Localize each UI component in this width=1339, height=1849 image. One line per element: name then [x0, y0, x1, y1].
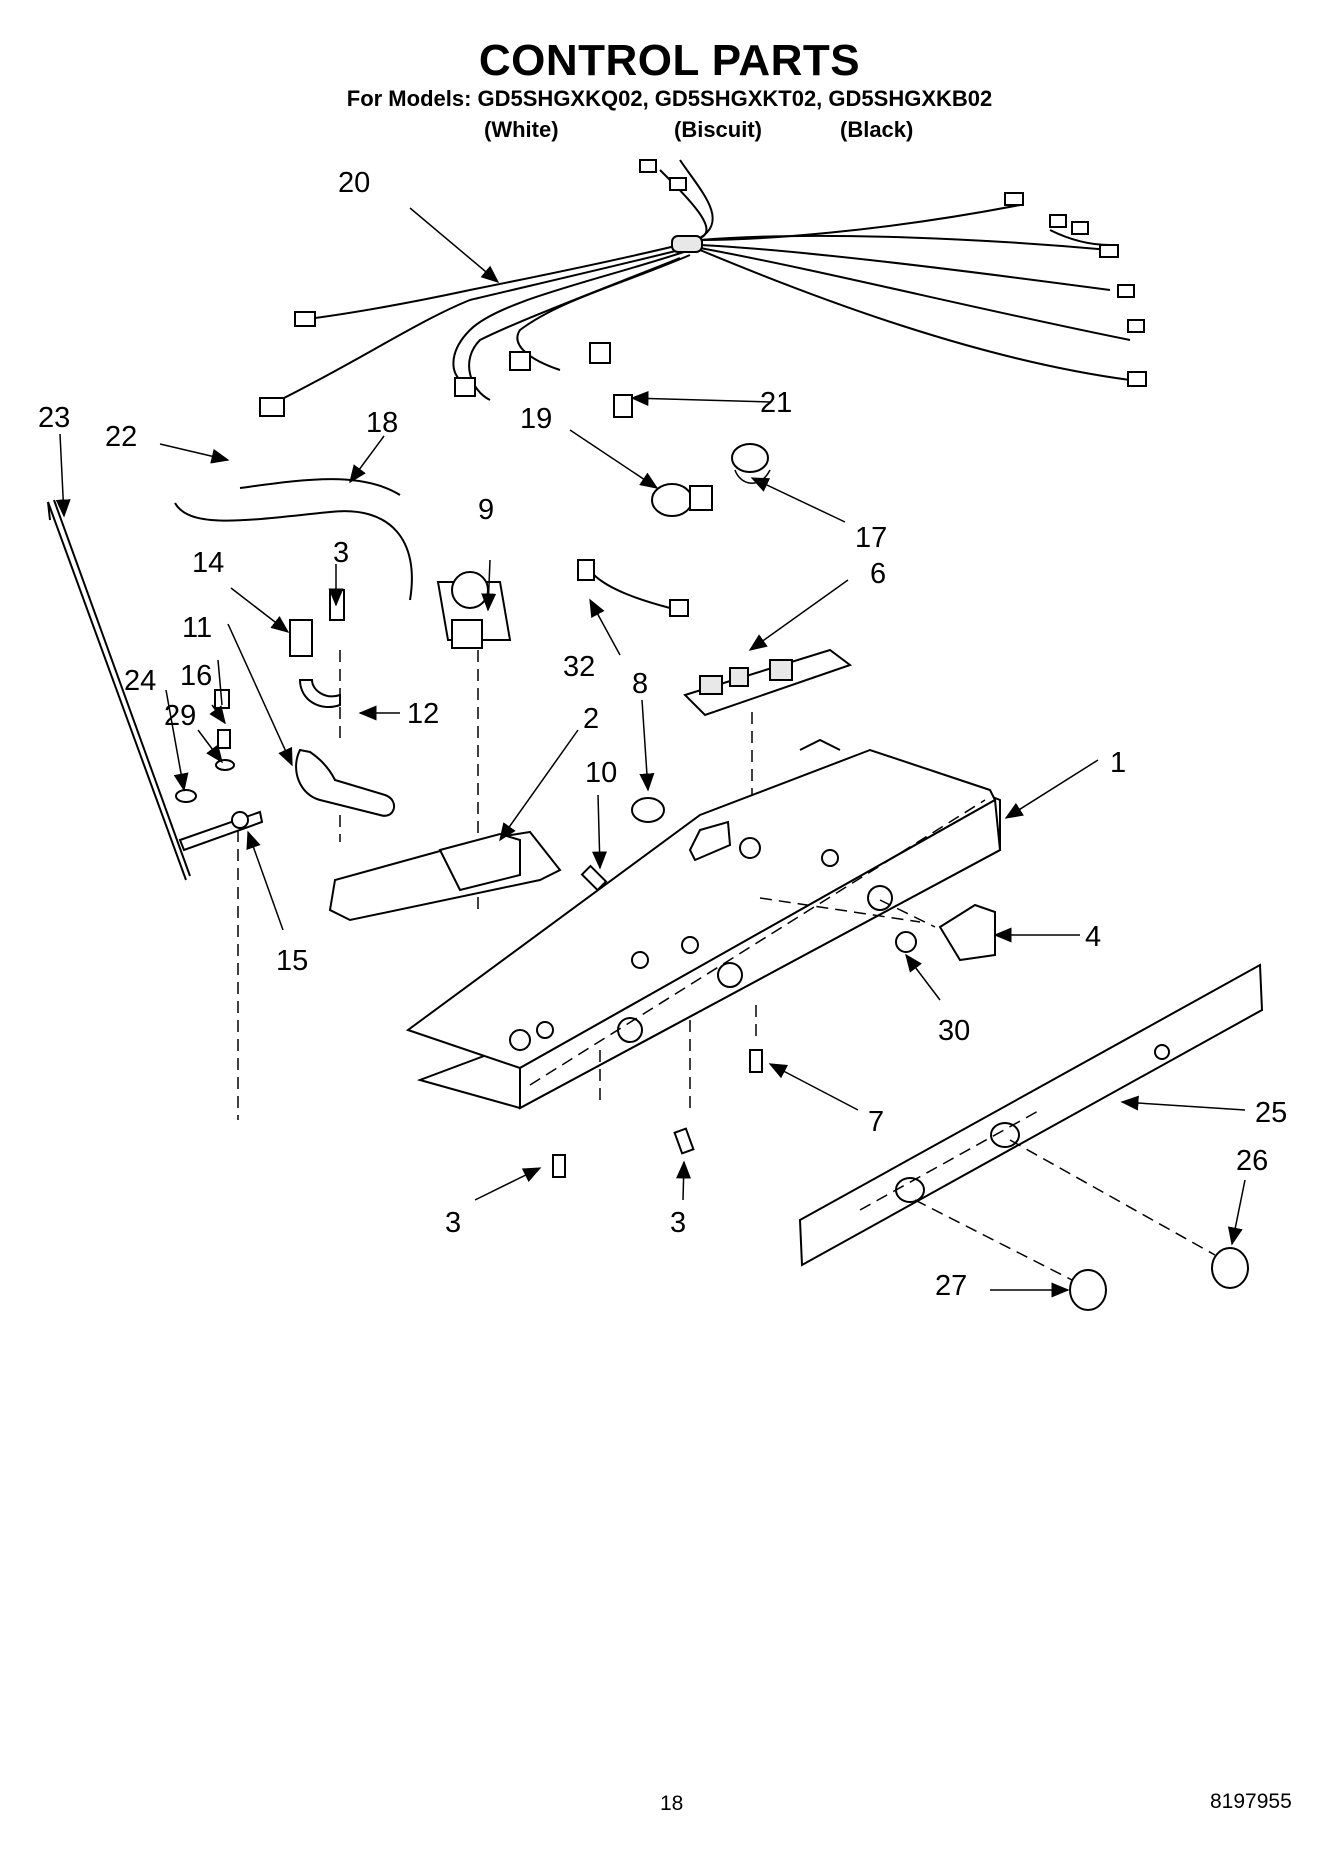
callout-16: 16	[180, 660, 212, 692]
callout-6: 6	[870, 558, 886, 590]
callout-27: 27	[935, 1270, 967, 1302]
callout-22: 22	[105, 421, 137, 453]
callout-15: 15	[276, 945, 308, 977]
screws	[552, 797, 763, 1178]
callout-3a: 3	[333, 537, 349, 569]
callout-8: 8	[632, 668, 648, 700]
callout-20: 20	[338, 167, 370, 199]
variant-biscuit: (Biscuit)	[674, 117, 762, 142]
callout-2: 2	[583, 703, 599, 735]
callout-3c: 3	[670, 1207, 686, 1239]
callout-30: 30	[938, 1015, 970, 1047]
callout-17: 17	[855, 522, 887, 554]
callout-26: 26	[1236, 1145, 1268, 1177]
control-housing	[328, 738, 1002, 1110]
wiring-harness	[259, 159, 1147, 417]
document-number: 8197955	[1210, 1790, 1292, 1813]
knobs-and-switch	[879, 899, 1249, 1311]
callout-4: 4	[1085, 921, 1101, 953]
callout-14: 14	[192, 547, 224, 579]
cold-control-assembly	[237, 589, 395, 1120]
callout-32: 32	[563, 651, 595, 683]
page-title: CONTROL PARTS	[478, 36, 861, 85]
wire-jumper	[577, 559, 689, 617]
control-board	[683, 648, 853, 805]
damper-rod-assembly	[47, 499, 264, 881]
callout-24: 24	[124, 665, 156, 697]
callout-11: 11	[182, 612, 212, 644]
lamp-assembly	[613, 394, 771, 517]
leader-lines	[55, 207, 1246, 1298]
callout-29: 29	[164, 700, 196, 732]
models-line: For Models: GD5SHGXKQ02, GD5SHGXKT02, GD…	[346, 86, 993, 111]
callout-18: 18	[366, 407, 398, 439]
callout-7: 7	[868, 1106, 884, 1138]
callout-labels: 1 2 3 3 3 4 6 7 8 9 10 11 12 14 15 16 17…	[38, 167, 1287, 1302]
callout-1: 1	[1110, 747, 1126, 779]
page-number: 18	[660, 1792, 684, 1815]
callout-9: 9	[478, 494, 494, 526]
variant-white: (White)	[484, 117, 559, 142]
callout-25: 25	[1255, 1097, 1287, 1129]
callout-12: 12	[407, 698, 439, 730]
callout-3b: 3	[445, 1207, 461, 1239]
callout-19: 19	[520, 403, 552, 435]
callout-21: 21	[760, 387, 792, 419]
callout-23: 23	[38, 402, 70, 434]
callout-10: 10	[585, 757, 617, 789]
variant-black: (Black)	[840, 117, 914, 142]
